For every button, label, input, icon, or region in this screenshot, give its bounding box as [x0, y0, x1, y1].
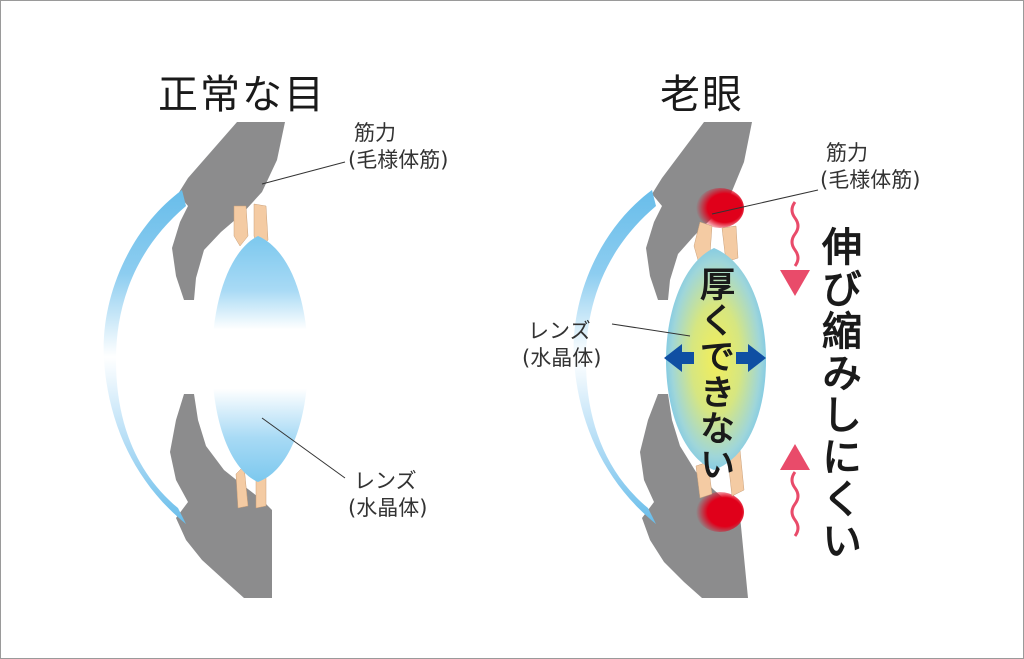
old-lower-tissue	[640, 394, 748, 598]
normal-lower-tissue	[170, 394, 298, 598]
normal-lens-name: レンズ	[354, 469, 417, 493]
old-muscle-label: 筋力 (毛様体筋)	[820, 140, 920, 194]
old-lens-arrow-right	[736, 344, 766, 372]
old-muscle-name: 筋力	[826, 141, 868, 165]
normal-lens-leader	[261, 417, 346, 479]
pink-wave-lower	[790, 471, 800, 537]
old-lens	[666, 248, 766, 470]
normal-muscle-name: 筋力	[354, 121, 396, 145]
normal-lens-sub: (水晶体)	[348, 496, 428, 520]
old-muscle-upper	[696, 188, 744, 228]
normal-eye	[103, 122, 346, 598]
old-lens-sub: (水晶体)	[522, 346, 602, 370]
pink-arrow-down	[780, 270, 810, 296]
hard-to-stretch-text: 伸び縮みしにくい	[815, 226, 861, 562]
normal-lens-label: レンズ (水晶体)	[348, 468, 427, 522]
normal-muscle-leader	[261, 161, 346, 185]
old-muscle-lower	[696, 492, 744, 532]
old-lens-label: レンズ (水晶体)	[522, 318, 601, 372]
pink-wave-upper	[790, 201, 800, 267]
presbyopia-title: 老眼	[660, 72, 744, 118]
old-muscle-leader	[711, 189, 819, 215]
normal-upper-tissue	[172, 122, 285, 300]
normal-eye-title: 正常な目	[158, 72, 326, 118]
lens-cannot-thicken-text: 厚くできない	[694, 266, 734, 482]
pink-arrow-up	[780, 444, 810, 470]
presbyopic-eye	[573, 122, 819, 598]
normal-muscle-label: 筋力 (毛様体筋)	[348, 120, 448, 174]
old-muscle-sub: (毛様体筋)	[820, 168, 921, 192]
old-lens-name: レンズ	[528, 319, 591, 343]
normal-cornea	[103, 190, 186, 524]
old-lens-arrow-left	[664, 344, 694, 372]
normal-muscle-sub: (毛様体筋)	[348, 148, 449, 172]
old-lens-leader	[611, 323, 691, 337]
old-cornea	[573, 190, 656, 524]
normal-lens	[212, 236, 308, 482]
